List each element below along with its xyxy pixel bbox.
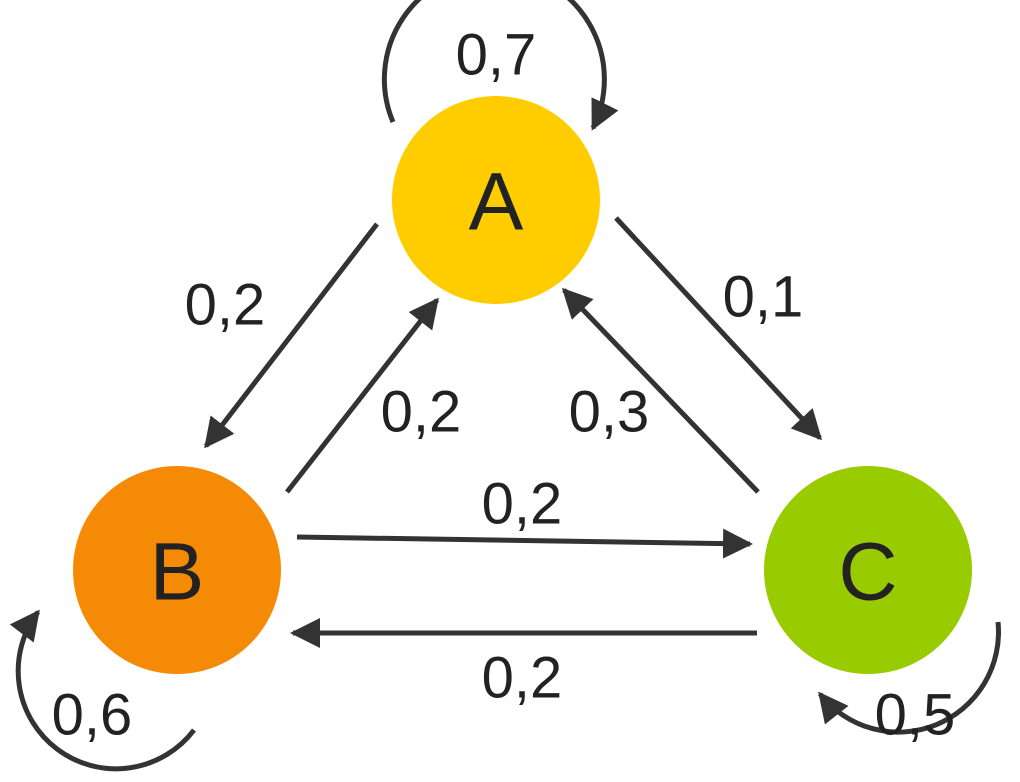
node-a-label: A [469,157,524,248]
edge-label-b-a: 0,2 [381,380,462,445]
node-c[interactable]: C [764,466,972,674]
edge-label-a-c: 0,1 [723,265,804,330]
edge-c-c [818,621,1001,735]
edge-b-b [9,609,196,772]
edge-label-c-a: 0,3 [569,380,650,445]
edge-label-b-b: 0,6 [52,683,133,748]
node-a-circle [392,96,600,304]
node-c-label: C [838,527,897,618]
edge-b-c [296,528,753,559]
edge-label-a-b: 0,2 [185,273,266,338]
edge-label-c-c: 0,5 [875,683,956,748]
edge-b-a [285,297,439,494]
edge-label-a-a: 0,7 [456,23,537,88]
edge-a-b [204,222,379,449]
edge-label-b-c: 0,2 [482,472,563,537]
node-b-label: B [150,527,205,618]
edge-a-c [614,216,823,441]
node-a[interactable]: A [392,96,600,304]
edge-c-a [561,287,760,494]
node-c-circle [764,466,972,674]
edge-a-a [381,0,619,131]
node-b[interactable]: B [73,466,281,674]
edge-label-c-b: 0,2 [482,646,563,711]
node-b-circle [73,466,281,674]
